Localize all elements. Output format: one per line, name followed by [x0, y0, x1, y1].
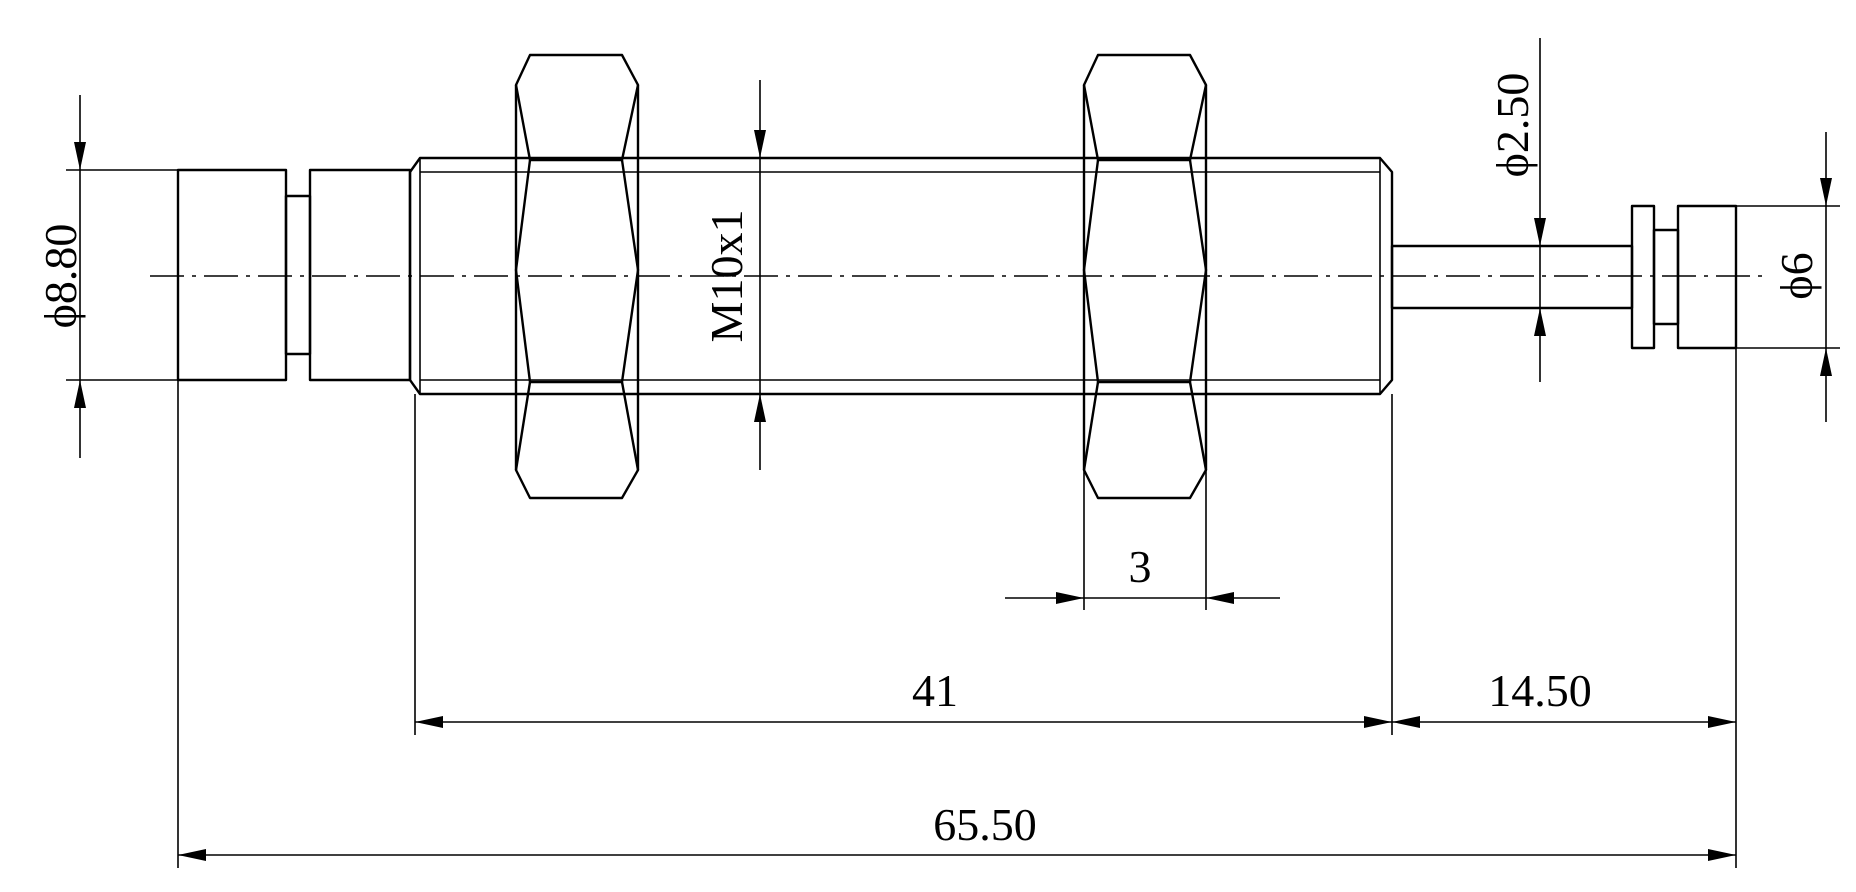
dim-thread-length [414, 394, 1393, 735]
dim-thread-spec [754, 80, 766, 470]
end-cap [176, 168, 288, 382]
label-rod-diameter: ϕ2.50 [1487, 73, 1538, 178]
lock-nut-right [1082, 53, 1208, 500]
part-outline [176, 53, 1738, 500]
label-overall-length: 65.50 [933, 799, 1037, 850]
piston-rod [1390, 244, 1634, 310]
label-thread-length: 41 [912, 665, 958, 716]
rod-flange [1630, 204, 1656, 350]
label-tip-diameter: ϕ6 [1771, 252, 1822, 299]
label-thread-spec: M10x1 [701, 210, 752, 343]
dim-body-diameter [66, 95, 178, 458]
dim-nut-thickness [1005, 470, 1280, 610]
rod-neck [1652, 228, 1680, 326]
tip-button [1676, 204, 1738, 350]
dim-tip-diameter [1736, 132, 1840, 422]
dim-rod-diameter [1534, 38, 1546, 382]
lock-nut-left [514, 53, 640, 500]
collar [308, 168, 412, 382]
threaded-body [408, 156, 1394, 396]
label-body-diameter: ϕ8.80 [35, 224, 86, 329]
neck [284, 194, 312, 356]
label-rod-extension: 14.50 [1488, 665, 1592, 716]
label-nut-thickness: 3 [1129, 541, 1152, 592]
dim-overall-length [177, 380, 1736, 868]
dim-rod-extension [1392, 348, 1737, 868]
